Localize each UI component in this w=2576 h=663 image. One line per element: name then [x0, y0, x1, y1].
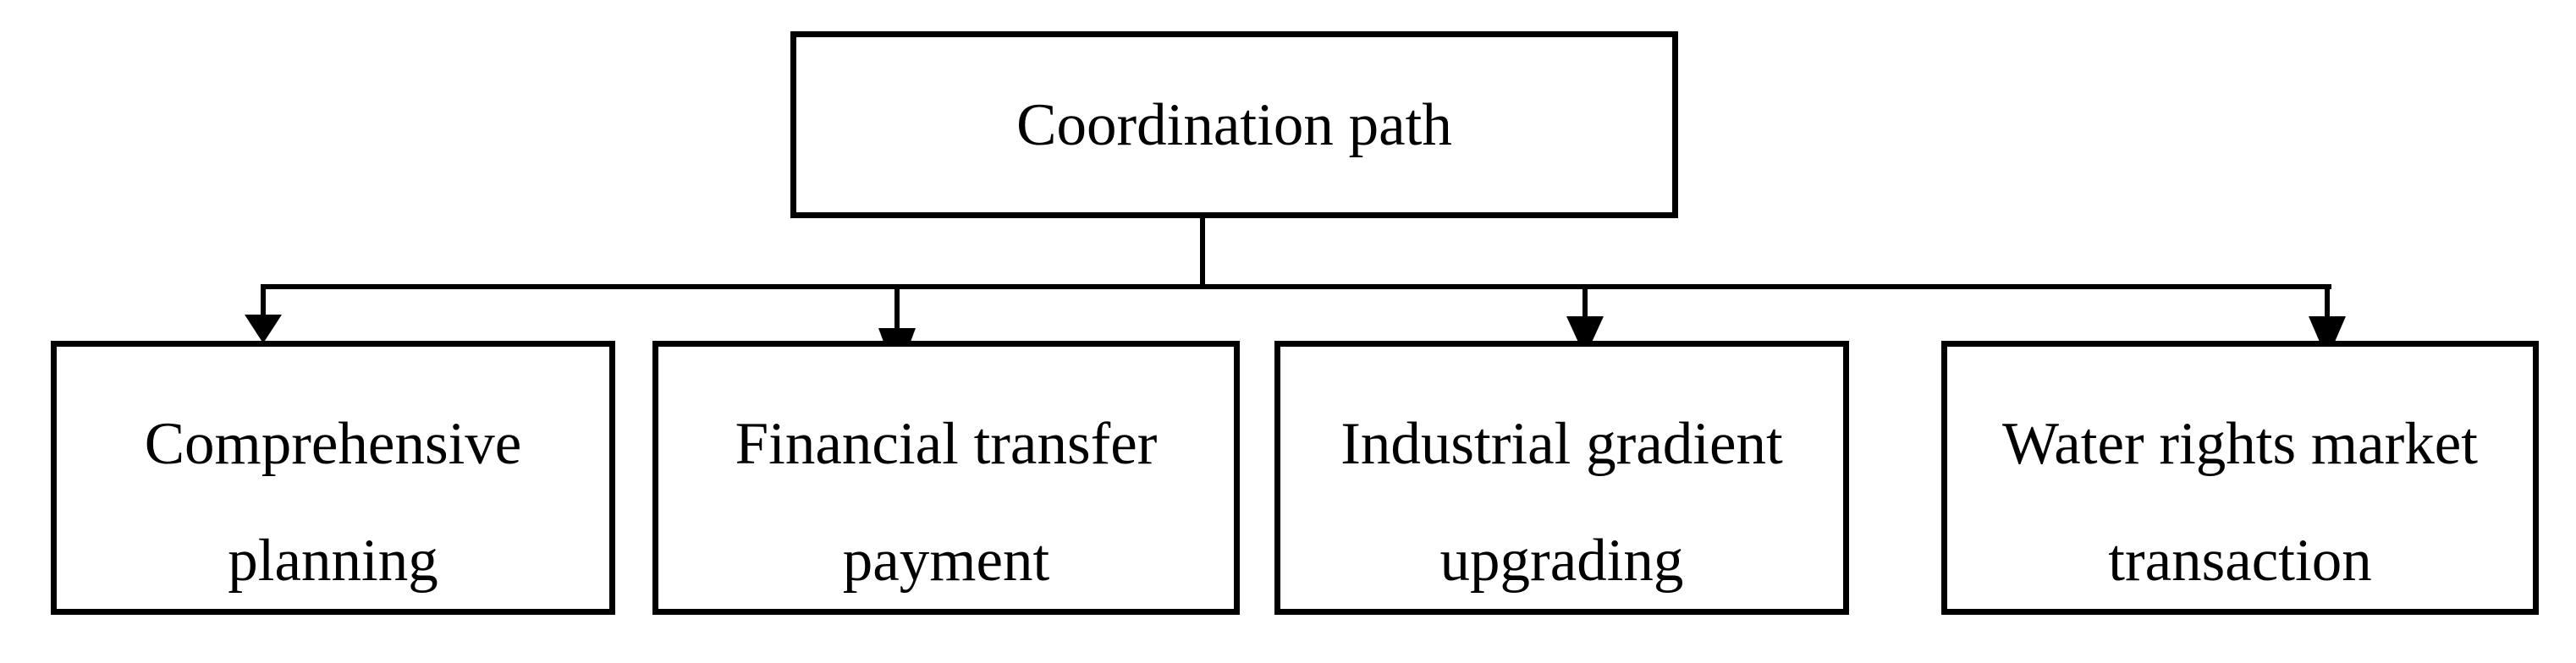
node-financial-transfer-payment: Financial transfer payment: [652, 341, 1240, 615]
node-comprehensive-planning-text: Comprehensive planning: [57, 347, 609, 609]
node-industrial-gradient-upgrading-text: Industrial gradient upgrading: [1280, 347, 1843, 609]
arrow-down-icon-1: [245, 315, 282, 343]
node-comprehensive-planning: Comprehensive planning: [51, 341, 615, 615]
connector-drop-2: [894, 284, 900, 332]
node-coordination-path-label: Coordination path: [1016, 91, 1452, 158]
node-label-line: upgrading: [1439, 528, 1684, 594]
connector-crossbar: [261, 284, 2331, 289]
node-industrial-gradient-upgrading: Industrial gradient upgrading: [1274, 341, 1849, 615]
connector-drop-3: [1582, 284, 1588, 320]
node-water-rights-market-transaction: Water rights market transaction: [1941, 341, 2539, 615]
node-label-line: Industrial gradient: [1340, 411, 1783, 477]
node-coordination-path: Coordination path: [790, 31, 1678, 218]
connector-drop-4: [2325, 284, 2330, 320]
node-label-line: transaction: [2108, 528, 2372, 594]
node-water-rights-market-transaction-text: Water rights market transaction: [1947, 347, 2533, 609]
node-label-line: Financial transfer: [735, 411, 1158, 477]
connector-root-stem: [1200, 218, 1205, 285]
node-label-line: Comprehensive: [144, 411, 522, 477]
node-financial-transfer-payment-text: Financial transfer payment: [658, 347, 1234, 609]
node-label-line: payment: [842, 528, 1050, 594]
connector-drop-1: [261, 284, 266, 318]
node-label-line: Water rights market: [2001, 411, 2479, 477]
node-label-line: planning: [228, 528, 438, 594]
